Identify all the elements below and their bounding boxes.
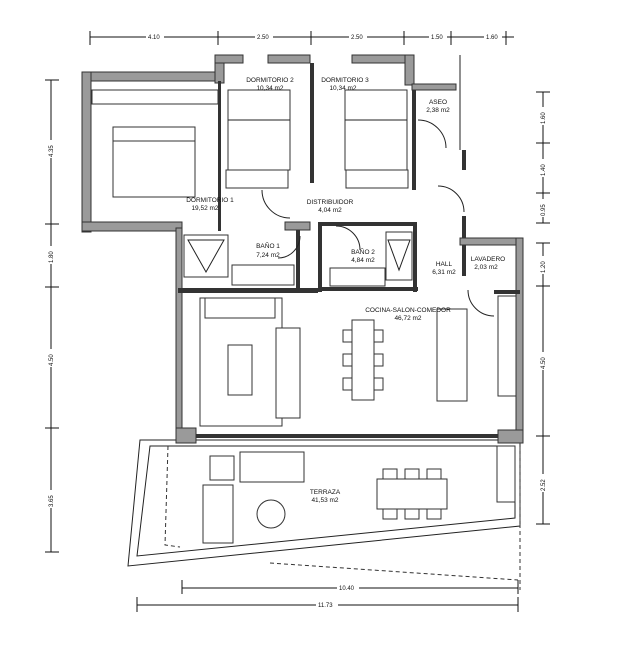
room-labels: DORMITORIO 1 19,52 m2 DORMITORIO 2 10,34… <box>186 77 505 504</box>
sofa-side <box>275 327 301 419</box>
wardrobe <box>91 89 219 105</box>
room-name-bano2: BAÑO 2 <box>351 247 375 256</box>
dim-left-4: 3.65 <box>49 495 55 507</box>
dim-left-1: 4.35 <box>49 145 55 157</box>
dim-top-1: 4.10 <box>148 35 160 41</box>
furniture <box>91 89 517 544</box>
walls <box>81 54 524 444</box>
dim-bottom-1: 10.40 <box>339 586 355 592</box>
kitchen-island <box>436 308 468 402</box>
room-area-dormitorio3: 10,34 m2 <box>329 85 356 92</box>
room-area-hall: 6,31 m2 <box>432 269 456 276</box>
dim-top-4: 1.50 <box>431 35 443 41</box>
kitchen-counter <box>497 295 517 397</box>
dim-bottom-2: 11.73 <box>318 603 333 609</box>
terrace-sofa <box>239 451 305 483</box>
bed-dorm3 <box>344 89 408 171</box>
room-area-aseo: 2,38 m2 <box>426 107 450 114</box>
room-name-lavadero: LAVADERO <box>471 256 505 263</box>
dim-left-2: 1.80 <box>49 251 55 263</box>
vanity-bano1 <box>231 264 295 286</box>
top-dimension-line: 4.10 2.50 2.50 1.50 1.60 <box>89 31 514 45</box>
terrace-dining-table <box>376 478 448 510</box>
shower-bano1 <box>183 234 229 278</box>
terrace-outline <box>127 439 521 590</box>
room-name-dormitorio3: DORMITORIO 3 <box>321 77 369 84</box>
dim-right-4: 1.20 <box>541 261 547 273</box>
room-area-dormitorio2: 10,34 m2 <box>256 85 283 92</box>
sofa-top <box>204 297 276 319</box>
dim-right-6: 2.52 <box>541 479 547 491</box>
room-name-distribuidor: DISTRIBUIDOR <box>307 199 354 206</box>
dim-right-2: 1.40 <box>541 164 547 176</box>
coffee-table <box>227 344 253 396</box>
room-name-hall: HALL <box>436 261 453 268</box>
terrace-armchair <box>209 455 235 481</box>
room-name-dormitorio1: DORMITORIO 1 <box>186 197 234 204</box>
dim-top-2: 2.50 <box>257 35 269 41</box>
room-area-terraza: 41,53 m2 <box>311 497 338 504</box>
dining-table <box>351 319 375 401</box>
room-name-terraza: TERRAZA <box>310 489 341 496</box>
terrace-bench <box>496 445 516 503</box>
room-area-bano2: 4,84 m2 <box>351 257 375 264</box>
left-dimension-line: 4.35 1.80 4.50 3.65 <box>45 79 59 553</box>
room-area-distribuidor: 4,04 m2 <box>318 207 342 214</box>
room-name-aseo: ASEO <box>429 99 447 106</box>
bottom-dimension-lines: 10.40 11.73 <box>136 580 519 612</box>
dim-right-3: 0.95 <box>541 204 547 216</box>
wardrobe-dorm3 <box>345 169 409 189</box>
room-name-dormitorio2: DORMITORIO 2 <box>246 77 294 84</box>
dim-top-5: 1.60 <box>486 35 498 41</box>
room-area-bano1: 7,24 m2 <box>256 252 280 259</box>
dim-top-3: 2.50 <box>351 35 363 41</box>
room-area-dormitorio1: 19,52 m2 <box>191 205 218 212</box>
bed-dorm2 <box>227 89 291 171</box>
vanity-bano2 <box>329 267 386 287</box>
room-name-cocina: COCINA-SALON-COMEDOR <box>365 307 451 314</box>
wardrobe-dorm2 <box>225 169 289 189</box>
dim-right-5: 4.50 <box>541 357 547 369</box>
right-dimension-line: 1.60 1.40 0.95 1.20 4.50 2.52 <box>536 91 550 525</box>
terrace-sofa-side <box>202 484 234 544</box>
shower-bano2 <box>385 231 413 281</box>
dim-right-1: 1.60 <box>541 112 547 124</box>
dim-left-3: 4.50 <box>49 354 55 366</box>
terrace-round-table <box>256 499 286 529</box>
room-name-bano1: BAÑO 1 <box>256 241 280 250</box>
room-area-lavadero: 2,03 m2 <box>474 264 498 271</box>
doors <box>261 119 495 317</box>
room-area-cocina: 46,72 m2 <box>394 315 421 322</box>
